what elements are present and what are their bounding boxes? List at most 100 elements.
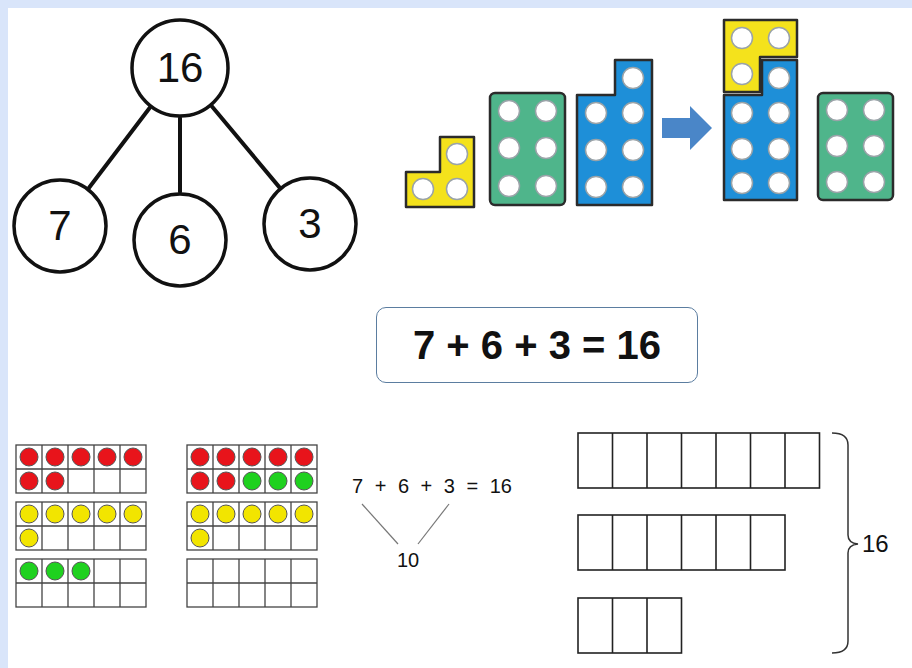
numicon-six <box>818 93 893 200</box>
ten-frame <box>187 559 317 607</box>
yellow-counter <box>98 505 116 523</box>
bar-model <box>613 433 786 488</box>
yellow-counter <box>46 505 64 523</box>
numicon-six <box>818 93 893 200</box>
red-counter <box>20 448 38 466</box>
red-counter <box>217 448 235 466</box>
red-counter <box>46 472 64 490</box>
numicon-seven <box>732 139 753 160</box>
numicon-three <box>732 28 790 85</box>
numicon-seven <box>586 103 607 124</box>
bracket <box>832 433 858 653</box>
numicon-six <box>864 100 885 121</box>
numicon-seven <box>769 103 790 124</box>
numicon-six <box>536 176 557 197</box>
total-label: 16 <box>862 530 889 559</box>
yellow-counter <box>243 505 261 523</box>
numicon-seven <box>732 103 753 124</box>
connector-line <box>212 106 279 187</box>
ten-frame <box>16 445 146 493</box>
bar-model <box>613 515 751 570</box>
numicon-three <box>447 144 468 165</box>
red-counter <box>20 472 38 490</box>
red-counter <box>269 448 287 466</box>
numicon-seven <box>623 103 644 124</box>
yellow-counter <box>191 505 313 547</box>
bar-model <box>578 515 785 570</box>
leader-line <box>418 504 449 544</box>
red-counter <box>191 448 209 466</box>
circle-outline <box>14 180 106 272</box>
circle-outline <box>264 178 356 270</box>
red-counter <box>98 448 116 466</box>
node-text: 7 + 6 + 3 = 16 <box>413 323 661 367</box>
ten-frame <box>187 445 317 607</box>
part-circle: 7 <box>12 178 108 274</box>
green-counter <box>20 562 38 580</box>
green-counter <box>295 472 313 490</box>
red-counter <box>295 448 313 466</box>
numicon-three <box>406 137 474 207</box>
numicon-three <box>413 179 434 200</box>
numicon-seven <box>769 139 790 160</box>
numicon-six <box>490 93 565 205</box>
numicon-six <box>827 172 848 193</box>
equation-text: 7 + 6 + 3 = 16 <box>352 474 512 498</box>
red-counter <box>191 472 209 490</box>
green-counter <box>72 562 90 580</box>
red-counter <box>217 472 235 490</box>
numicon-seven <box>623 140 644 161</box>
block-arrow <box>662 106 712 150</box>
part-circle: 6 <box>132 192 228 288</box>
red-counter <box>191 448 313 490</box>
numicon-six <box>499 101 557 197</box>
whole-circle: 16 <box>130 18 230 118</box>
green-counter <box>20 562 90 580</box>
numicon-six <box>536 138 557 159</box>
ten-frame <box>16 559 146 607</box>
red-counter <box>46 448 64 466</box>
numicon-seven <box>769 173 790 194</box>
numicon-three <box>406 137 474 207</box>
circle-outline <box>132 20 228 116</box>
bar-model <box>578 433 820 653</box>
yellow-counter <box>191 529 209 547</box>
numicon-six <box>827 136 848 157</box>
red-counter <box>20 448 142 490</box>
red-counter <box>124 448 142 466</box>
yellow-counter <box>217 505 235 523</box>
green-counter <box>269 472 287 490</box>
yellow-counter <box>269 505 287 523</box>
ten-frame <box>187 445 317 493</box>
numicon-six <box>536 101 557 122</box>
node-text: 6 <box>168 217 191 263</box>
part-circle: 3 <box>262 176 358 272</box>
numicon-seven <box>769 68 790 89</box>
red-counter <box>72 448 90 466</box>
numicon-seven <box>732 173 753 194</box>
ten-frame <box>16 445 146 607</box>
numicon-six <box>827 100 885 193</box>
numicon-three <box>732 64 753 85</box>
numicon-six <box>499 138 520 159</box>
ten-frame <box>187 502 317 550</box>
numicon-seven <box>623 68 644 89</box>
numicon-three <box>447 179 468 200</box>
numicon-seven <box>586 177 607 198</box>
numicon-six <box>827 100 848 121</box>
numicon-seven <box>577 60 652 205</box>
yellow-counter <box>20 529 38 547</box>
yellow-counter <box>20 505 38 523</box>
bar-model <box>578 598 682 653</box>
numicon-seven <box>586 140 607 161</box>
green-counter <box>46 562 64 580</box>
green-counter <box>243 472 313 490</box>
yellow-counter <box>20 505 142 547</box>
numicon-seven <box>577 60 652 205</box>
numicon-three <box>724 20 797 92</box>
numicon-three <box>413 144 468 200</box>
numicon-seven <box>623 177 644 198</box>
node-text: 16 <box>157 45 204 91</box>
bar-model <box>613 598 648 653</box>
